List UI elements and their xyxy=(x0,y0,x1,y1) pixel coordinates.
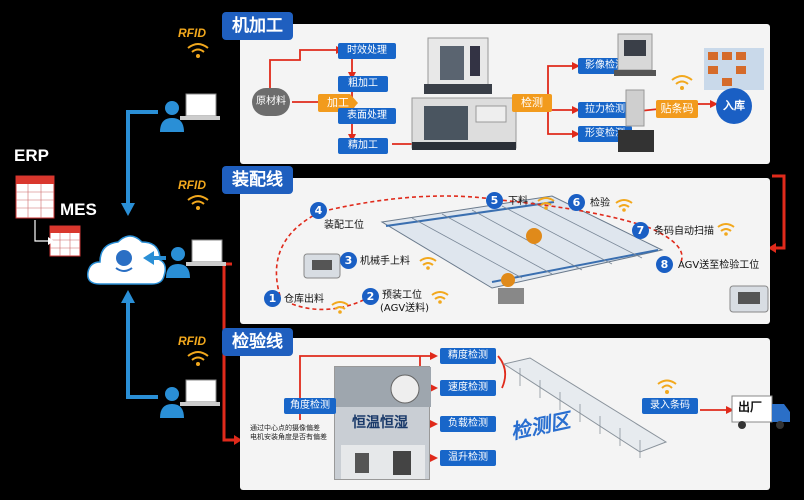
wifi-icon xyxy=(537,197,555,210)
operator-laptop-icon-3 xyxy=(158,378,220,426)
climate-room-text: 恒温恒湿 xyxy=(352,415,408,431)
rfid-label-machining: RFID xyxy=(178,26,206,40)
angle-test-box: 角度检测 xyxy=(284,398,336,414)
assembly-step-label-3: 机械手上料 xyxy=(360,256,410,267)
erp-table-icon xyxy=(14,174,84,268)
rfid-label-inspection: RFID xyxy=(178,334,206,348)
wifi-icon xyxy=(187,351,209,366)
wifi-icon xyxy=(657,379,677,394)
assembly-step-num-2: 2 xyxy=(362,288,379,305)
inspection-title: 检验线 xyxy=(222,328,293,356)
assembly-step-label-8: AGV送至检验工位 xyxy=(678,260,760,271)
wifi-icon xyxy=(615,199,633,212)
inspect-box: 检测 xyxy=(512,94,552,112)
test-load: 负载检测 xyxy=(440,416,496,432)
assembly-step-label-6: 检验 xyxy=(590,198,610,209)
assembly-step-num-8: 8 xyxy=(656,256,673,273)
wifi-icon xyxy=(431,291,449,304)
operator-laptop-icon-2 xyxy=(164,238,226,286)
assembly-step-num-3: 3 xyxy=(340,252,357,269)
cnc-machine-image xyxy=(410,34,520,158)
operator-laptop-icon-1 xyxy=(158,92,220,140)
assembly-step-sub-2: (AGV送料) xyxy=(380,303,430,314)
record-barcode-box: 录入条码 xyxy=(642,398,698,414)
assembly-step-num-7: 7 xyxy=(632,222,649,239)
truck-icon xyxy=(730,392,792,436)
wifi-icon xyxy=(187,195,209,210)
wifi-icon xyxy=(671,75,693,90)
assembly-step-label-1: 仓库出料 xyxy=(284,294,324,305)
assembly-step-label-4: 装配工位 xyxy=(324,220,364,231)
inspection-zone-rack xyxy=(500,356,670,470)
warehouse-shelves-image xyxy=(702,44,766,96)
wifi-icon xyxy=(187,43,209,58)
assembly-line-image xyxy=(372,192,672,326)
wifi-icon xyxy=(419,257,437,270)
assembly-step-num-1: 1 xyxy=(264,290,281,307)
climate-room-photo xyxy=(334,366,431,480)
assembly-step-label-7: 条码自动扫描 xyxy=(654,226,714,237)
wifi-icon xyxy=(717,223,735,236)
assembly-step-label-5: 下料 xyxy=(508,196,528,207)
machining-title: 机加工 xyxy=(222,12,293,40)
assembly-step-label-2: 预装工位 xyxy=(382,290,422,301)
machining-step-finish: 精加工 xyxy=(338,138,388,154)
barcode-box: 贴条码 xyxy=(656,100,698,118)
process-box: 加工 xyxy=(318,94,358,112)
test-speed: 速度检测 xyxy=(440,380,496,396)
measuring-machine-image xyxy=(610,30,660,164)
raw-material-node: 原材料 xyxy=(252,88,290,116)
machining-step-rough: 粗加工 xyxy=(338,76,388,92)
angle-note: 通过中心点的摄像偏差 电机安装角度是否有偏差 xyxy=(250,424,327,441)
wifi-icon xyxy=(331,301,349,314)
test-temperature: 温升检测 xyxy=(440,450,496,466)
warehouse-robot-image xyxy=(300,250,344,286)
machining-step-surface: 表面处理 xyxy=(338,108,396,124)
assembly-title: 装配线 xyxy=(222,166,293,194)
mes-cloud-icon xyxy=(86,228,167,294)
test-precision: 精度检测 xyxy=(440,348,496,364)
inspection-tensile: 拉力检测 xyxy=(578,102,632,118)
agv-machine-image xyxy=(726,280,772,320)
machining-step-aging: 时效处理 xyxy=(338,43,396,59)
storage-node: 入库 xyxy=(716,88,752,124)
assembly-step-num-6: 6 xyxy=(568,194,585,211)
erp-label: ERP xyxy=(14,146,49,165)
ship-label: 出厂 xyxy=(738,400,763,414)
raw-material-label: 原材料 xyxy=(256,96,286,107)
rfid-label-assembly: RFID xyxy=(178,178,206,192)
assembly-step-num-4: 4 xyxy=(310,202,327,219)
mes-label: MES xyxy=(60,200,97,219)
assembly-step-num-5: 5 xyxy=(486,192,503,209)
